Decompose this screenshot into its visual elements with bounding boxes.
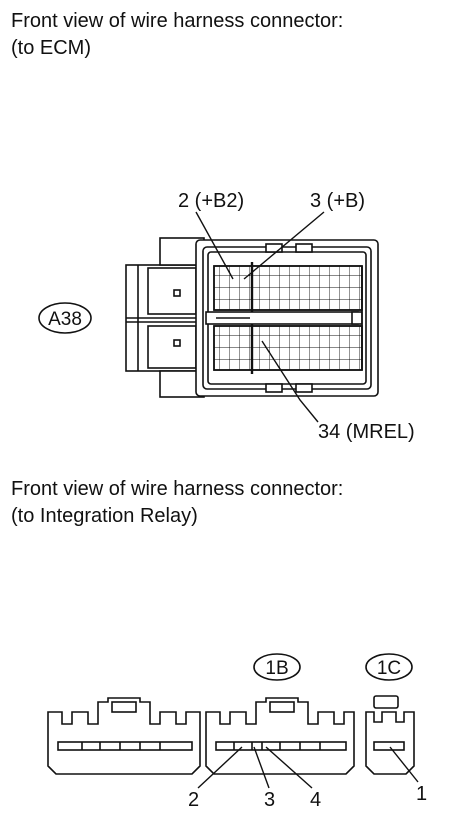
ecm-connector xyxy=(125,237,379,398)
pin-label-4: 4 xyxy=(310,789,321,811)
leader-1 xyxy=(389,746,419,783)
ecm-caption-line1: Front view of wire harness connector: xyxy=(11,10,344,32)
ecm-caption-line2: (to ECM) xyxy=(11,37,91,59)
relay-connector-1c xyxy=(365,695,415,775)
connector-id-a38: A38 xyxy=(48,309,82,330)
pin-label-b: 3 (+B) xyxy=(310,190,365,212)
pin-label-2: 2 xyxy=(188,789,199,811)
pin-label-3: 3 xyxy=(264,789,275,811)
leader-b xyxy=(243,211,325,280)
leader-3 xyxy=(253,746,270,789)
leader-mrel xyxy=(261,340,319,423)
pin-label-mrel: 34 (MREL) xyxy=(318,421,415,443)
relay-connector-1b xyxy=(205,697,355,775)
leader-b2 xyxy=(195,211,234,280)
ecm-caption: Front view of wire harness connector: (t… xyxy=(11,8,343,62)
connector-id-1b: 1B xyxy=(265,658,288,679)
leader-2 xyxy=(197,746,243,789)
connector-id-1c: 1C xyxy=(377,658,401,679)
connector-id-tag-a38: A38 xyxy=(38,302,92,334)
pin-label-1: 1 xyxy=(416,783,427,805)
relay-caption: Front view of wire harness connector: (t… xyxy=(11,476,343,530)
relay-caption-line1: Front view of wire harness connector: xyxy=(11,478,344,500)
pin-label-b2: 2 (+B2) xyxy=(178,190,244,212)
relay-connector-left xyxy=(47,697,201,775)
connector-id-tag-1c: 1C xyxy=(365,653,413,681)
leader-4 xyxy=(265,746,313,789)
connector-id-tag-1b: 1B xyxy=(253,653,301,681)
relay-caption-line2: (to Integration Relay) xyxy=(11,505,198,527)
